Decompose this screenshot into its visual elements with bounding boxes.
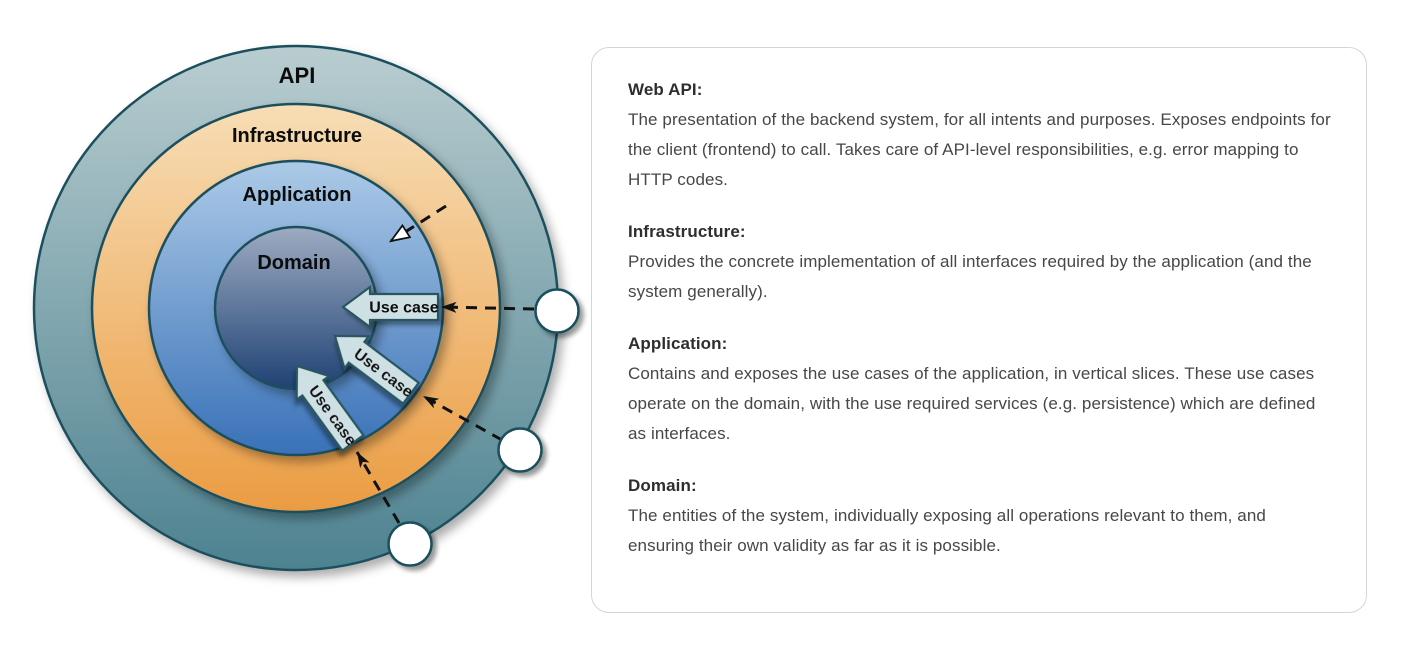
legend-heading: Application: (628, 334, 728, 353)
endpoint-node-3 (387, 521, 433, 567)
legend-body: Provides the concrete implementation of … (628, 252, 1312, 301)
legend-heading: Infrastructure: (628, 222, 746, 241)
legend-panel: Web API: The presentation of the backend… (591, 47, 1367, 613)
ring-label-domain: Domain (257, 252, 330, 274)
use-case-label-1: Use case (369, 300, 438, 317)
dashed-connector-3 (355, 451, 401, 524)
dashed-connector-1 (440, 301, 535, 313)
ring-label-api: API (279, 63, 316, 88)
legend-body: The presentation of the backend system, … (628, 110, 1331, 189)
endpoint-node-1 (534, 288, 580, 334)
onion-architecture-diagram: API Infrastructure Application Domain Us… (32, 44, 580, 572)
use-case-arrow-shape (341, 284, 440, 330)
use-case-arrow-1: Use case (341, 284, 440, 330)
legend-heading: Domain: (628, 476, 697, 495)
legend-body: The entities of the system, individually… (628, 506, 1266, 555)
dashed-connector-2 (422, 394, 503, 442)
legend-section-domain: Domain: The entities of the system, indi… (628, 471, 1332, 561)
endpoint-node-2 (497, 427, 543, 473)
legend-heading: Web API: (628, 80, 703, 99)
legend-section-web-api: Web API: The presentation of the backend… (628, 75, 1332, 195)
legend-section-infrastructure: Infrastructure: Provides the concrete im… (628, 217, 1332, 307)
dashed-open-arrow (391, 204, 447, 241)
ring-label-application: Application (243, 184, 352, 206)
legend-section-application: Application: Contains and exposes the us… (628, 329, 1332, 449)
legend-body: Contains and exposes the use cases of th… (628, 364, 1316, 443)
use-case-arrow-shape (333, 334, 421, 406)
use-case-arrow-shape (295, 364, 365, 453)
ring-label-infrastructure: Infrastructure (232, 125, 362, 147)
